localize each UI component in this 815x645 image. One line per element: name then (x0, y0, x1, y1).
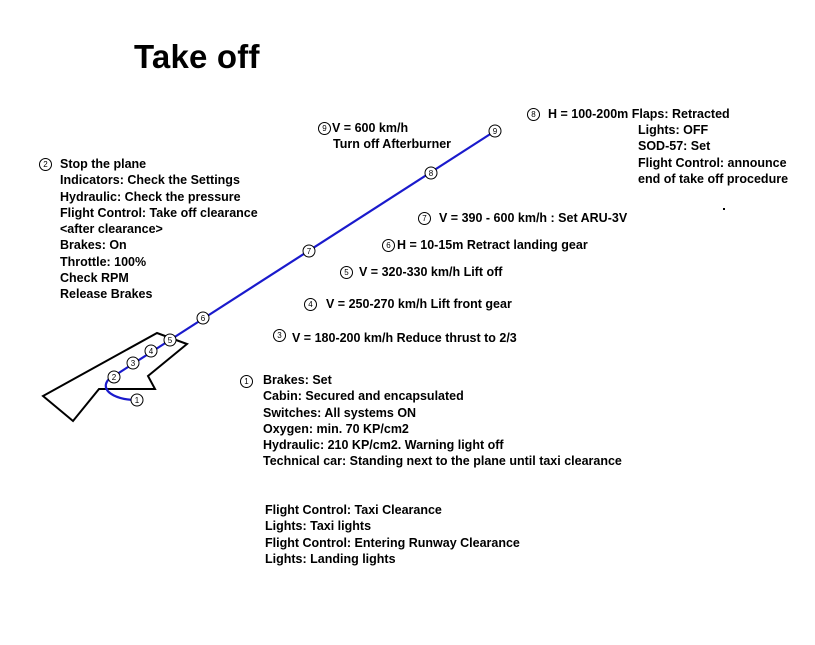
path-marker-1: 1 (130, 393, 144, 407)
path-marker-3: 3 (126, 356, 140, 370)
path-marker-label: 1 (135, 396, 140, 405)
path-marker-label: 9 (493, 127, 498, 136)
step-number: 5 (340, 265, 353, 279)
detail-line: Lights: Taxi lights (265, 519, 372, 534)
detail-line: SOD-57: Set (638, 139, 711, 154)
step-number: 1 (240, 375, 253, 388)
step-1: 1 Brakes: Set Cabin: Secured and encapsu… (240, 372, 622, 470)
path-marker-label: 4 (149, 347, 154, 356)
step-5-text: V = 320-330 km/h Lift off (359, 265, 503, 279)
step-markers: 1 2 3 4 5 6 7 8 9 (107, 124, 502, 407)
step-number: 3 (273, 328, 286, 342)
detail-line: Throttle: 100% (60, 254, 147, 269)
path-marker-2: 2 (107, 370, 121, 384)
detail-line: Flight Control: Take off clearance (60, 205, 258, 220)
detail-line: Flight Control: Taxi Clearance (265, 503, 442, 517)
path-marker-label: 8 (429, 169, 434, 178)
detail-line: Hydraulic: Check the pressure (60, 189, 241, 204)
detail-line: Switches: All systems ON (263, 405, 417, 420)
step-1-details: Brakes: Set Cabin: Secured and encapsula… (263, 372, 622, 470)
path-marker-label: 7 (307, 247, 312, 256)
detail-line: Oxygen: min. 70 KP/cm2 (263, 421, 409, 436)
step-number: 7 (418, 211, 431, 225)
detail-line: Check RPM (60, 271, 129, 286)
path-marker-label: 5 (168, 336, 173, 345)
path-marker-4: 4 (144, 344, 158, 358)
step-8-text: H = 100-200m Flaps: Retracted (548, 107, 730, 121)
step-4-text: V = 250-270 km/h Lift front gear (326, 297, 512, 311)
step-3: 3 V = 180-200 km/h Reduce thrust to 2/3 (273, 328, 517, 345)
detail-line: Indicators: Check the Settings (60, 173, 240, 188)
flight-path (169, 130, 496, 341)
ground-path (104, 339, 171, 402)
detail-line: Brakes: On (60, 238, 127, 253)
step-6-text: H = 10-15m Retract landing gear (397, 238, 588, 252)
step-9-subtext: Turn off Afterburner (333, 137, 452, 151)
detail-line: Stop the plane (60, 157, 147, 171)
path-marker-9: 9 (488, 124, 502, 138)
detail-line: Lights: Landing lights (265, 551, 396, 566)
detail-line: Release Brakes (60, 287, 153, 302)
stray-dot (723, 208, 725, 210)
detail-line: end of take off procedure (638, 171, 789, 186)
path-marker-7: 7 (302, 244, 316, 258)
step-8: 8 H = 100-200m Flaps: Retracted (527, 107, 730, 121)
step-9-text: V = 600 km/h (332, 121, 409, 135)
step-7-text: V = 390 - 600 km/h : Set ARU-3V (439, 211, 628, 225)
detail-line: Hydraulic: 210 KP/cm2. Warning light off (263, 438, 504, 453)
step-6: 6 H = 10-15m Retract landing gear (382, 238, 588, 252)
step-5: 5 V = 320-330 km/h Lift off (340, 265, 502, 279)
step-number: 2 (39, 158, 52, 171)
step-1-clearance-details: Flight Control: Taxi Clearance Lights: T… (265, 502, 520, 567)
detail-line: Flight Control: announce (638, 155, 787, 170)
path-marker-8: 8 (424, 166, 438, 180)
path-marker-label: 2 (112, 373, 117, 382)
detail-line: Lights: OFF (638, 123, 709, 137)
path-marker-5: 5 (163, 333, 177, 347)
path-marker-6: 6 (196, 311, 210, 325)
step-3-text: V = 180-200 km/h Reduce thrust to 2/3 (292, 331, 517, 345)
step-4: 4 V = 250-270 km/h Lift front gear (304, 297, 512, 311)
step-number: 6 (382, 238, 395, 252)
step-2: 2 Stop the plane Indicators: Check the S… (39, 156, 258, 303)
step-number: 8 (527, 107, 540, 121)
detail-line: Brakes: Set (263, 373, 332, 387)
detail-line: <after clearance> (60, 222, 163, 237)
step-9: 9 V = 600 km/h (318, 121, 408, 135)
step-number: 9 (318, 121, 331, 135)
step-number: 4 (304, 297, 317, 311)
page-title: Take off (134, 38, 260, 75)
path-marker-label: 6 (201, 314, 206, 323)
taxiway-outline (41, 331, 189, 423)
step-2-details: Stop the plane Indicators: Check the Set… (60, 156, 258, 303)
detail-line: Technical car: Standing next to the plan… (263, 454, 622, 469)
path-marker-label: 3 (131, 359, 136, 368)
detail-line: Cabin: Secured and encapsulated (263, 389, 464, 404)
detail-line: Flight Control: Entering Runway Clearanc… (265, 535, 520, 550)
step-8-details: Lights: OFF SOD-57: Set Flight Control: … (638, 122, 788, 187)
step-7: 7 V = 390 - 600 km/h : Set ARU-3V (418, 211, 627, 225)
